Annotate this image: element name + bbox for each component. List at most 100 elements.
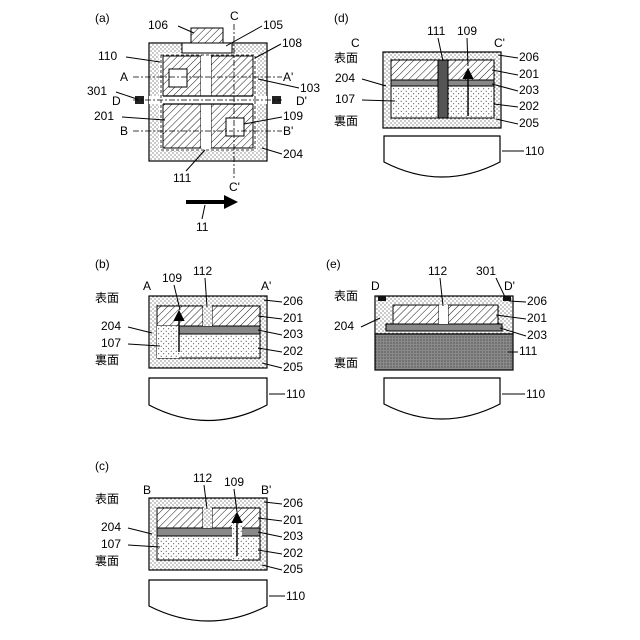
ref-203-d: 203 [519,83,539,97]
ref-205-d: 205 [519,116,539,130]
ref-204: 204 [283,147,303,161]
mark-a-prime: A' [283,70,293,84]
ref-203-c: 203 [283,529,303,543]
ref-107-d: 107 [335,92,355,106]
panel-d-label: (d) [334,11,349,25]
ref-105: 105 [263,18,283,32]
mark-d-prime-e: D' [504,279,515,293]
gap-112-c [203,508,212,528]
terminal-106 [191,28,223,43]
lens-110-b [149,378,267,421]
layer-201-b-right [212,306,260,326]
mark-d-e: D [371,279,380,293]
layer-111-e [375,334,513,370]
mark-c: C [230,9,239,23]
ref-204-b: 204 [101,319,121,333]
ref-201-c: 201 [283,513,303,527]
ref-203-e: 203 [527,328,547,342]
mark-b: B [120,124,128,138]
panel-a-label: (a) [95,11,110,25]
ref-111-d: 111 [427,24,446,38]
ref-204-e: 204 [334,319,354,333]
ref-110: 110 [98,49,117,63]
ref-110-c: 110 [286,589,305,603]
left-pocket-b [157,326,179,358]
pad-301-e-left [378,296,386,301]
square-109 [226,118,244,136]
panel-c-label: (c) [95,459,109,473]
back-label-e: 裏面 [334,355,358,370]
ref-206-c: 206 [283,496,303,510]
ref-109-d: 109 [457,24,477,38]
panel-e-label: (e) [326,257,341,271]
front-label-e: 表面 [334,289,358,303]
gap-112-e [439,305,448,324]
direction-arrow-head [224,195,238,209]
ref-201-d: 201 [519,67,539,81]
ref-202-b: 202 [283,344,303,358]
front-label-b: 表面 [95,291,119,305]
layer-107-c [157,536,260,560]
bar-105 [182,43,232,53]
panel-e: (e) D D' 表面 裏面 112 301 206 201 203 111 2… [326,257,547,419]
ref-206-d: 206 [519,50,539,64]
ref-204-c: 204 [101,520,121,534]
square-a [169,69,187,87]
ref-107-c: 107 [101,537,121,551]
mark-a-b: A [143,279,151,293]
mark-d: D [112,94,121,108]
mark-a: A [120,70,128,84]
ref-203-b: 203 [283,327,303,341]
mark-c-d: C [351,36,360,50]
mark-b-prime-c: B' [261,483,271,497]
ref-111: 111 [173,171,192,185]
panel-a: (a) A A' B B' D [87,9,320,234]
back-label-b: 裏面 [95,352,119,367]
ref-112-b: 112 [193,264,212,278]
ref-109: 109 [283,109,303,123]
ref-301: 301 [87,84,107,98]
panel-b: (b) A A' 表面 裏面 109 112 206 201 203 202 2… [95,257,305,421]
ref-201-e: 201 [527,311,547,325]
ref-202-d: 202 [519,99,539,113]
ref-11: 11 [196,220,209,234]
layer-201-e-left [393,305,439,324]
lens-110-c [149,580,267,621]
ref-110-e: 110 [526,387,545,401]
panel-d: (d) C C' 表面 裏面 111 109 206 201 203 202 2… [334,11,544,177]
ref-201-b: 201 [283,311,303,325]
ref-301-e: 301 [476,264,496,278]
layer-203-c [157,528,260,536]
mark-c-prime: C' [229,180,240,194]
panel-b-label: (b) [95,257,110,271]
ref-112-e: 112 [428,264,447,278]
panel-c: (c) B B' 表面 裏面 112 109 206 201 203 202 2… [95,459,305,621]
ref-206-e: 206 [527,294,547,308]
pad-301-e-right [503,296,511,301]
layer-201-e-right [448,305,498,324]
gap-112-b [203,306,212,326]
ref-110-b: 110 [286,387,305,401]
ref-206-b: 206 [283,294,303,308]
ref-106: 106 [148,18,168,32]
mark-b-c: B [143,483,151,497]
lens-110-d [384,136,500,177]
lens-110-e [384,378,500,419]
front-label-d: 表面 [334,51,358,65]
ref-107-b: 107 [101,336,121,350]
ref-109-b: 109 [162,271,182,285]
ref-111-e: 111 [519,344,538,358]
layer-203-e [386,324,502,331]
back-label-c: 裏面 [95,553,119,568]
mark-c-prime-d: C' [494,36,505,50]
ref-103: 103 [300,81,320,95]
mark-b-prime: B' [283,124,293,138]
mark-d-prime: D' [296,94,307,108]
ref-205-b: 205 [283,360,303,374]
front-label-c: 表面 [95,492,119,506]
ref-109-c: 109 [224,475,244,489]
ref-108: 108 [282,36,302,50]
layer-201-c-left [157,508,203,528]
ref-204-d: 204 [335,71,355,85]
